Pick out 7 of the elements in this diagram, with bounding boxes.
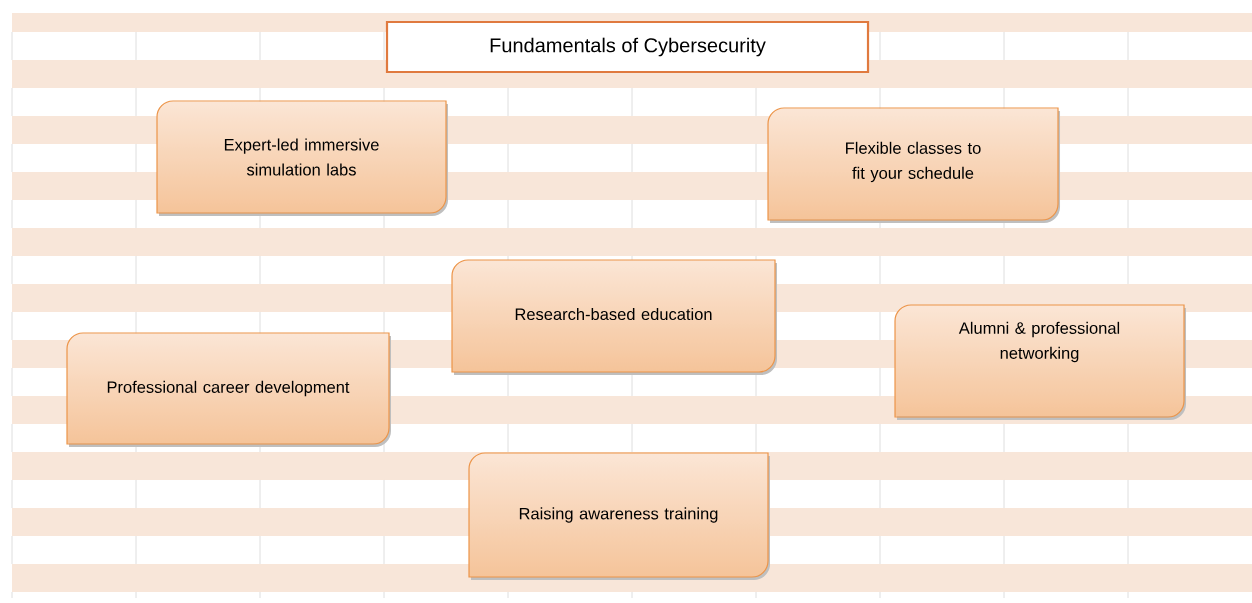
feature-box: Research-based education — [451, 259, 777, 375]
feature-box: Professional career development — [66, 332, 391, 447]
feature-box: Expert-led immersive simulation labs — [156, 100, 448, 216]
feature-box: Alumni & professional networking — [894, 304, 1186, 420]
title-box: Fundamentals of Cybersecurity — [385, 20, 870, 74]
feature-box: Raising awareness training — [468, 452, 770, 580]
feature-box: Flexible classes to fit your schedule — [767, 107, 1060, 223]
